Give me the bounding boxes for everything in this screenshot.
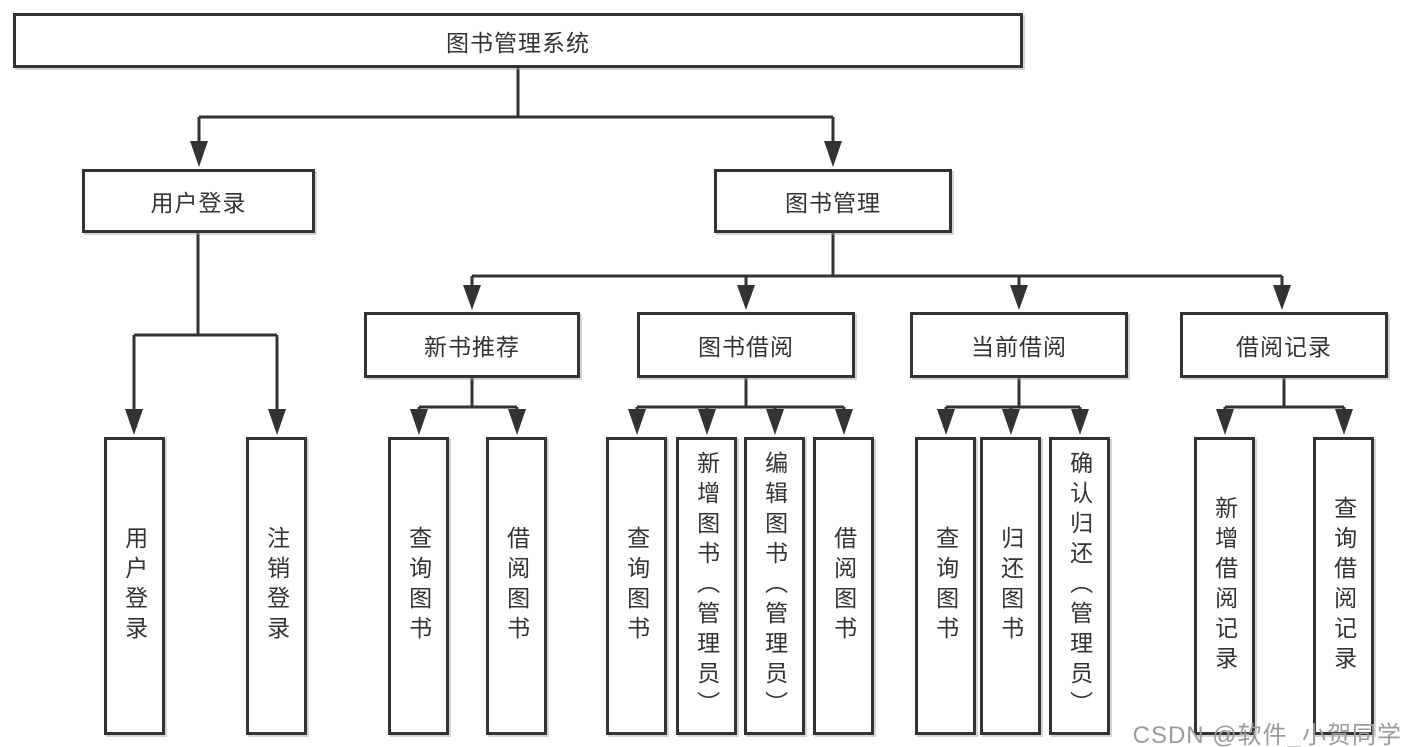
csdn-watermark: CSDN @软件_小贺同学 xyxy=(1132,722,1402,747)
leaf-label: 借阅图书 xyxy=(830,526,857,646)
connector-new-book-recommend-to-leaves xyxy=(410,378,526,435)
node-book-management: 图书管理 xyxy=(714,169,952,233)
connector-borrow-records-to-leaves xyxy=(1216,378,1353,435)
leaf-label: 编辑图书（管理员） xyxy=(761,451,788,721)
leaf-label: 查询借阅记录 xyxy=(1330,496,1357,676)
leaf-add-book-admin: 新增图书（管理员） xyxy=(676,437,737,735)
leaf-label: 注销登录 xyxy=(263,526,290,646)
leaf-label: 确认归还（管理员） xyxy=(1066,451,1093,721)
leaf-recommend-query-book: 查询图书 xyxy=(388,437,449,735)
connector-user-login-to-leaves xyxy=(125,233,286,435)
node-book-borrow: 图书借阅 xyxy=(637,312,855,378)
node-label: 新书推荐 xyxy=(424,334,520,360)
leaf-label: 新增借阅记录 xyxy=(1211,496,1238,676)
leaf-add-borrow-record: 新增借阅记录 xyxy=(1194,437,1255,735)
leaf-logout-login: 注销登录 xyxy=(246,437,307,735)
leaf-label: 查询图书 xyxy=(623,526,650,646)
leaf-borrow-book: 借阅图书 xyxy=(813,437,874,735)
leaf-recommend-borrow-book: 借阅图书 xyxy=(486,437,547,735)
leaf-label: 借阅图书 xyxy=(503,526,530,646)
leaf-return-book: 归还图书 xyxy=(980,437,1041,735)
node-label: 借阅记录 xyxy=(1236,334,1332,360)
leaf-query-borrow-record: 查询借阅记录 xyxy=(1313,437,1374,735)
node-label: 图书管理系统 xyxy=(446,29,590,56)
connector-root-to-level2 xyxy=(190,68,842,167)
leaf-label: 查询图书 xyxy=(405,526,432,646)
leaf-user-login: 用户登录 xyxy=(104,437,165,735)
leaf-confirm-return-admin: 确认归还（管理员） xyxy=(1049,437,1110,735)
node-label: 当前借阅 xyxy=(971,334,1067,360)
leaf-label: 查询图书 xyxy=(932,526,959,646)
leaf-edit-book-admin: 编辑图书（管理员） xyxy=(744,437,805,735)
node-library-management-system: 图书管理系统 xyxy=(13,13,1023,68)
leaf-label: 用户登录 xyxy=(121,526,148,646)
connector-book-borrow-to-leaves xyxy=(628,378,853,435)
leaf-current-query-book: 查询图书 xyxy=(915,437,976,735)
leaf-borrow-query-book: 查询图书 xyxy=(606,437,667,735)
node-label: 图书借阅 xyxy=(698,334,794,360)
node-label: 用户登录 xyxy=(150,190,247,216)
connector-current-borrow-to-leaves xyxy=(937,378,1089,435)
node-borrow-records: 借阅记录 xyxy=(1180,312,1388,378)
node-new-book-recommend: 新书推荐 xyxy=(364,312,580,378)
node-label: 图书管理 xyxy=(785,190,881,216)
node-user-login: 用户登录 xyxy=(82,169,315,233)
leaf-label: 新增图书（管理员） xyxy=(693,451,720,721)
node-current-borrow: 当前借阅 xyxy=(910,312,1128,378)
leaf-label: 归还图书 xyxy=(997,526,1024,646)
connector-book-management-to-level3 xyxy=(463,233,1291,310)
